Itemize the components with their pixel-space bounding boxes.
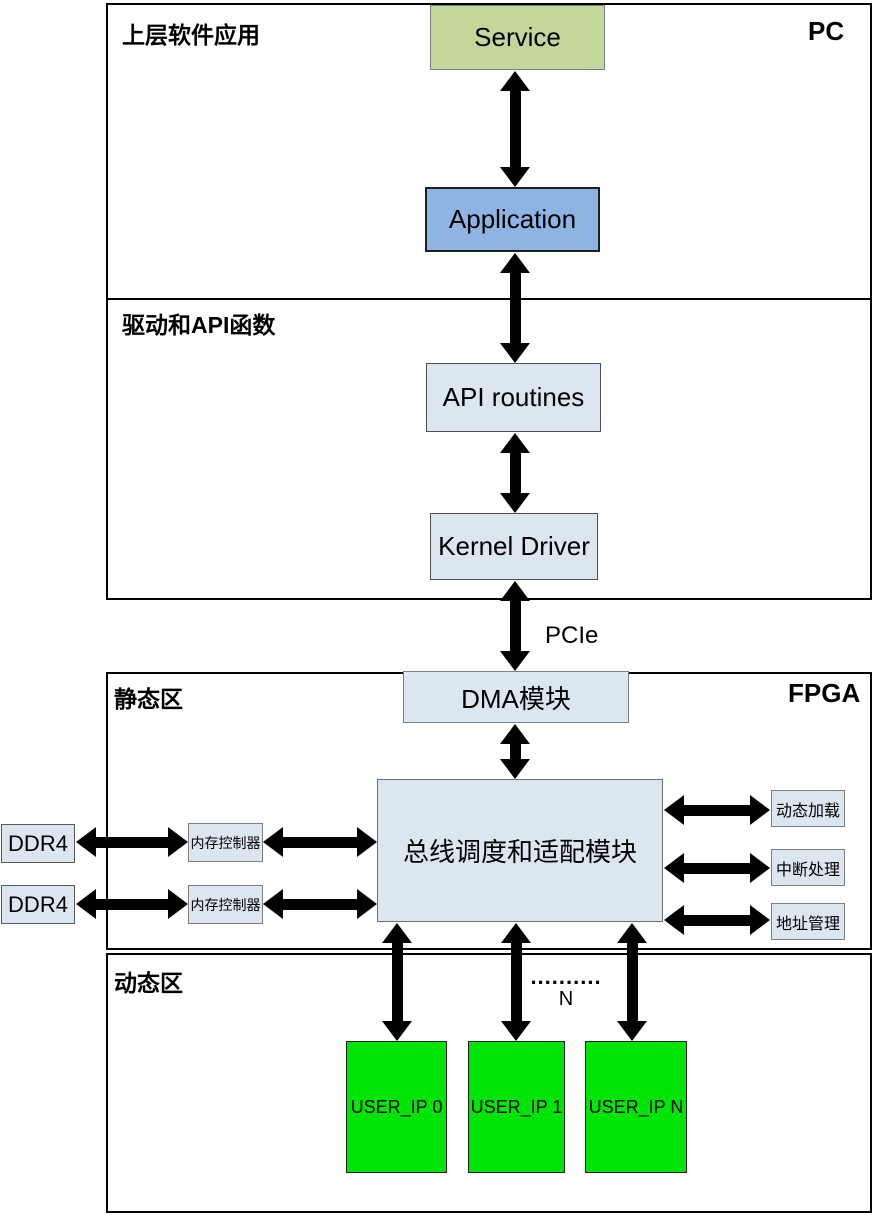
user-ip-1-box: USER_IP 1 bbox=[468, 1041, 565, 1173]
fpga-region-label: FPGA bbox=[788, 678, 861, 708]
pc-region-label: PC bbox=[808, 16, 845, 46]
pcie-label: PCIe bbox=[545, 622, 599, 649]
arrow-bus-dynamicload bbox=[664, 794, 770, 826]
memory-controller-box-1: 内存控制器 bbox=[188, 885, 263, 924]
user-ip-n-box: USER_IP N bbox=[585, 1041, 687, 1173]
api-routines-box: API routines bbox=[426, 363, 601, 432]
address-management-box: 地址管理 bbox=[771, 903, 845, 940]
dma-module-box: DMA模块 bbox=[403, 671, 629, 723]
ellipsis-label: .......... bbox=[530, 964, 602, 989]
arrow-kernel-dma-pcie bbox=[499, 581, 531, 671]
section-fpga-dynamic bbox=[106, 953, 872, 1213]
arrow-memctrl1-bus bbox=[263, 888, 377, 920]
section-driver-api bbox=[106, 298, 872, 600]
arrow-bus-userip1 bbox=[500, 923, 532, 1041]
n-count-label: N bbox=[558, 988, 574, 1010]
application-box: Application bbox=[425, 187, 600, 252]
arrow-bus-interrupt bbox=[664, 852, 770, 884]
static-area-label: 静态区 bbox=[114, 686, 183, 712]
arrow-ddr1-memctrl1 bbox=[76, 888, 188, 920]
arrow-memctrl0-bus bbox=[263, 826, 377, 858]
arrow-api-kernel bbox=[499, 433, 531, 513]
kernel-driver-box: Kernel Driver bbox=[430, 513, 598, 580]
upper-software-label: 上层软件应用 bbox=[122, 22, 260, 48]
arrow-ddr0-memctrl0 bbox=[76, 826, 188, 858]
user-ip-0-box: USER_IP 0 bbox=[346, 1041, 447, 1173]
arrow-service-application bbox=[499, 71, 531, 187]
driver-api-label: 驱动和API函数 bbox=[122, 312, 276, 338]
memory-controller-box-0: 内存控制器 bbox=[188, 823, 263, 862]
dynamic-load-box: 动态加载 bbox=[771, 790, 845, 827]
arrow-bus-useripn bbox=[616, 923, 648, 1041]
ddr4-box-1: DDR4 bbox=[1, 885, 75, 924]
dynamic-area-label: 动态区 bbox=[114, 970, 183, 996]
arrow-bus-address bbox=[664, 904, 770, 936]
section-upper-software bbox=[106, 3, 872, 298]
service-box: Service bbox=[430, 5, 605, 70]
arrow-application-api bbox=[499, 253, 531, 363]
arrow-dma-bus bbox=[499, 724, 531, 779]
bus-scheduler-box: 总线调度和适配模块 bbox=[377, 779, 663, 922]
ddr4-box-0: DDR4 bbox=[1, 824, 75, 863]
arrow-bus-userip0 bbox=[381, 923, 413, 1041]
interrupt-handling-box: 中断处理 bbox=[771, 849, 845, 886]
